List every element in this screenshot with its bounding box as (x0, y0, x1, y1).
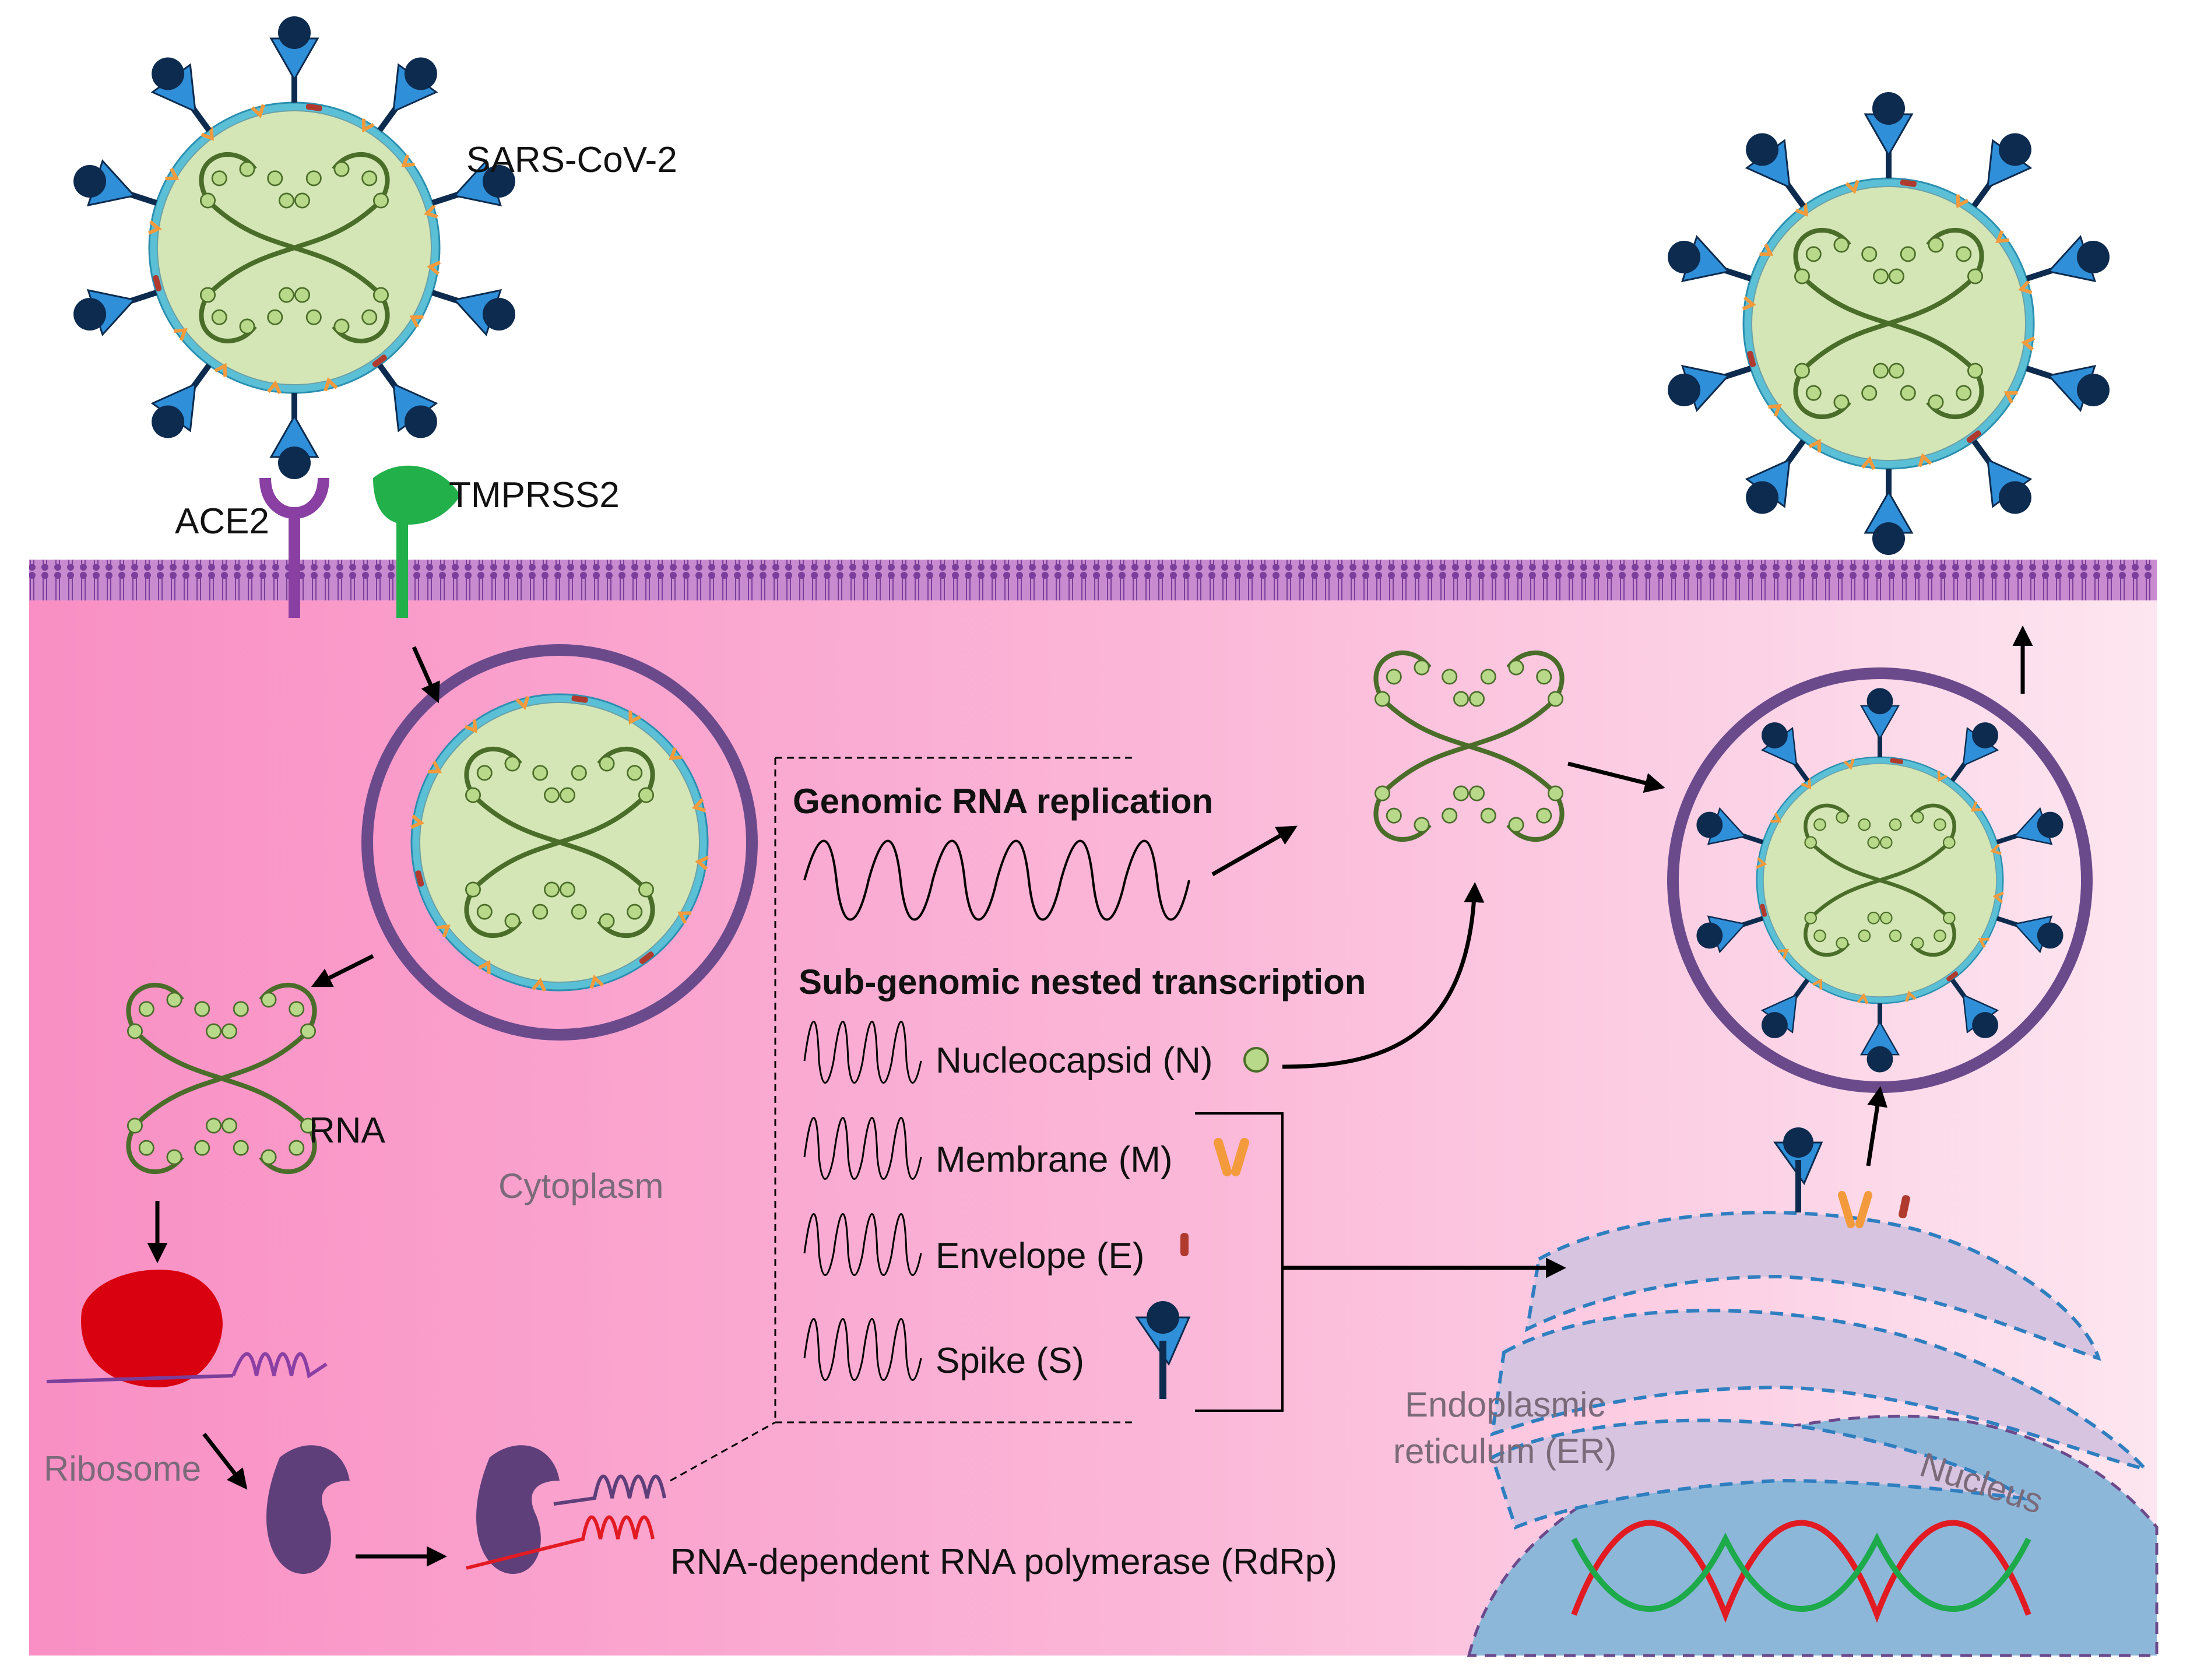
spike-protein-icon (1135, 1301, 1191, 1399)
label-ace2: ACE2 (175, 501, 269, 542)
er-spike (1773, 1127, 1823, 1212)
label-genomic-replication: Genomic RNA replication (793, 782, 1213, 821)
rdrp-enzyme-free (266, 1445, 350, 1574)
dna-strand-red (1571, 1520, 2031, 1623)
dna-strand-green (1571, 1532, 2031, 1612)
label-cytoplasm: Cytoplasm (498, 1166, 663, 1205)
envelope-protein-icon (1180, 1233, 1189, 1256)
label-subgenomic-transcription: Sub-genomic nested transcription (799, 962, 1366, 1001)
cell-membrane (29, 560, 2157, 600)
rdrp-to-box-connector (670, 1421, 776, 1482)
label-er-line2: reticulum (ER) (1393, 1432, 1616, 1471)
virion-released (1668, 92, 2110, 555)
genomic-rna-wave (803, 839, 1190, 921)
er-m-protein (1838, 1191, 1872, 1228)
subgenomic-waves (803, 1021, 922, 1381)
virion-entering (73, 16, 515, 479)
label-protein-s: Spike (S) (936, 1341, 1084, 1381)
nucleocapsid-icon (1243, 1047, 1269, 1073)
tmprss2-protein (373, 465, 461, 618)
er-e-protein (1899, 1195, 1910, 1218)
label-rdrp: RNA-dependent RNA polymerase (RdRp) (670, 1542, 1337, 1582)
label-ribosome: Ribosome (44, 1449, 201, 1488)
ace2-receptor (259, 477, 329, 618)
endoplasmic-reticulum (1490, 1211, 2150, 1530)
transcription-box (774, 757, 1137, 1424)
endosome-with-virion (361, 644, 758, 1041)
label-protein-m: Membrane (M) (936, 1140, 1173, 1180)
rdrp-enzyme-active (466, 1445, 666, 1574)
label-protein-e: Envelope (E) (936, 1236, 1144, 1276)
released-rna (126, 982, 317, 1175)
label-protein-n: Nucleocapsid (N) (936, 1041, 1213, 1081)
membrane-protein-icon (1214, 1138, 1249, 1176)
ribosome (46, 1270, 328, 1387)
protein-bracket (1195, 1112, 1284, 1412)
label-er-line1: Endoplasmic (1405, 1385, 1605, 1424)
assembly-vesicle-with-virion (1667, 667, 2093, 1093)
flow-arrows (147, 625, 2033, 1567)
label-virus: SARS-CoV-2 (466, 140, 677, 180)
label-tmprss2: TMPRSS2 (449, 475, 620, 515)
label-rna: RNA (309, 1110, 386, 1151)
replicated-rna (1373, 650, 1565, 842)
